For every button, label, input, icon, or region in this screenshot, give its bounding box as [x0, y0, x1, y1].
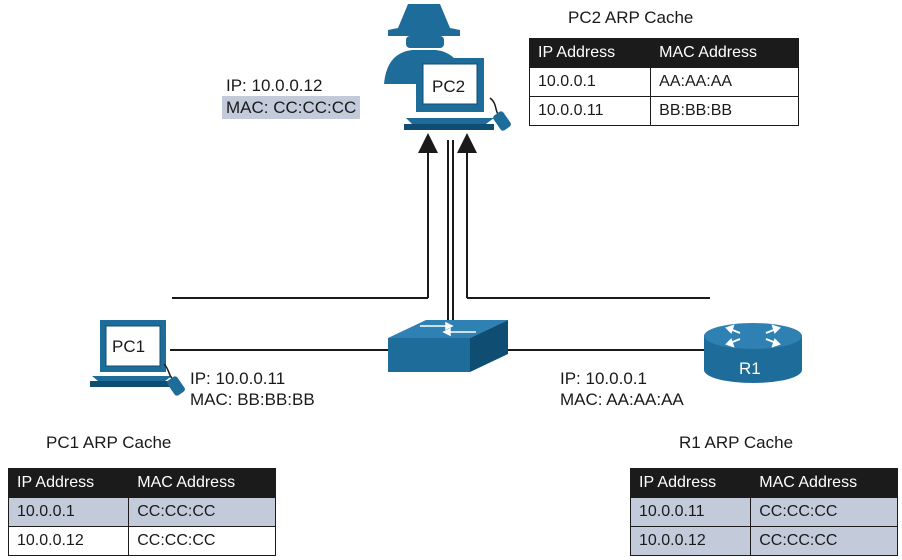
table-row: 10.0.0.1 CC:CC:CC: [7, 497, 276, 527]
table-row: 10.0.0.12 CC:CC:CC: [7, 526, 276, 556]
pc2-ip-label: IP: 10.0.0.12: [226, 76, 323, 95]
pc1-arp-cache-table: IP Address MAC Address 10.0.0.1 CC:CC:CC…: [7, 468, 276, 556]
ip-cell: 10.0.0.12: [629, 526, 752, 556]
mac-cell: AA:AA:AA: [650, 67, 799, 97]
ip-cell: 10.0.0.1: [528, 67, 652, 97]
pc1-ip-label: IP: 10.0.0.11: [190, 369, 286, 388]
ip-cell: 10.0.0.11: [528, 96, 652, 126]
column-header: IP Address: [528, 38, 652, 68]
table-row: 10.0.0.11 CC:CC:CC: [629, 497, 898, 527]
pc1-mac-label: MAC: BB:BB:BB: [190, 390, 315, 409]
r1-ip-label: IP: 10.0.0.1: [560, 369, 647, 388]
table-header-row: IP Address MAC Address: [7, 468, 276, 498]
pc1-cache-title: PC1 ARP Cache: [46, 433, 172, 452]
table-header-row: IP Address MAC Address: [629, 468, 898, 498]
r1-name-label: R1: [739, 359, 761, 378]
pc2-name-label: PC2: [432, 77, 466, 96]
r1-cache-title: R1 ARP Cache: [679, 433, 794, 452]
column-header: IP Address: [7, 468, 130, 498]
ip-cell: 10.0.0.1: [7, 497, 130, 527]
pc2-cache-title: PC2 ARP Cache: [568, 8, 694, 27]
pc2-computer-icon: [404, 58, 511, 131]
pc2-mac-label: MAC: CC:CC:CC: [222, 96, 361, 119]
pc2-arp-cache-table: IP Address MAC Address 10.0.0.1 AA:AA:AA…: [528, 38, 799, 126]
table-header-row: IP Address MAC Address: [528, 38, 799, 68]
table-row: 10.0.0.1 AA:AA:AA: [528, 67, 799, 97]
ip-cell: 10.0.0.11: [629, 497, 752, 527]
column-header: MAC Address: [128, 468, 276, 498]
router-icon: [704, 323, 802, 383]
column-header: IP Address: [629, 468, 752, 498]
mac-cell: CC:CC:CC: [750, 497, 898, 527]
mac-cell: CC:CC:CC: [750, 526, 898, 556]
r1-mac-label: MAC: AA:AA:AA: [560, 390, 684, 409]
switch-icon: [388, 320, 508, 372]
pc1-computer-icon: [90, 320, 185, 396]
table-row: 10.0.0.11 BB:BB:BB: [528, 96, 799, 126]
pc1-name-label: PC1: [112, 337, 146, 356]
mac-cell: CC:CC:CC: [128, 497, 276, 527]
mac-cell: CC:CC:CC: [128, 526, 276, 556]
column-header: MAC Address: [650, 38, 799, 68]
mac-cell: BB:BB:BB: [650, 96, 799, 126]
table-row: 10.0.0.12 CC:CC:CC: [629, 526, 898, 556]
column-header: MAC Address: [750, 468, 898, 498]
ip-cell: 10.0.0.12: [7, 526, 130, 556]
r1-arp-cache-table: IP Address MAC Address 10.0.0.11 CC:CC:C…: [629, 468, 898, 556]
